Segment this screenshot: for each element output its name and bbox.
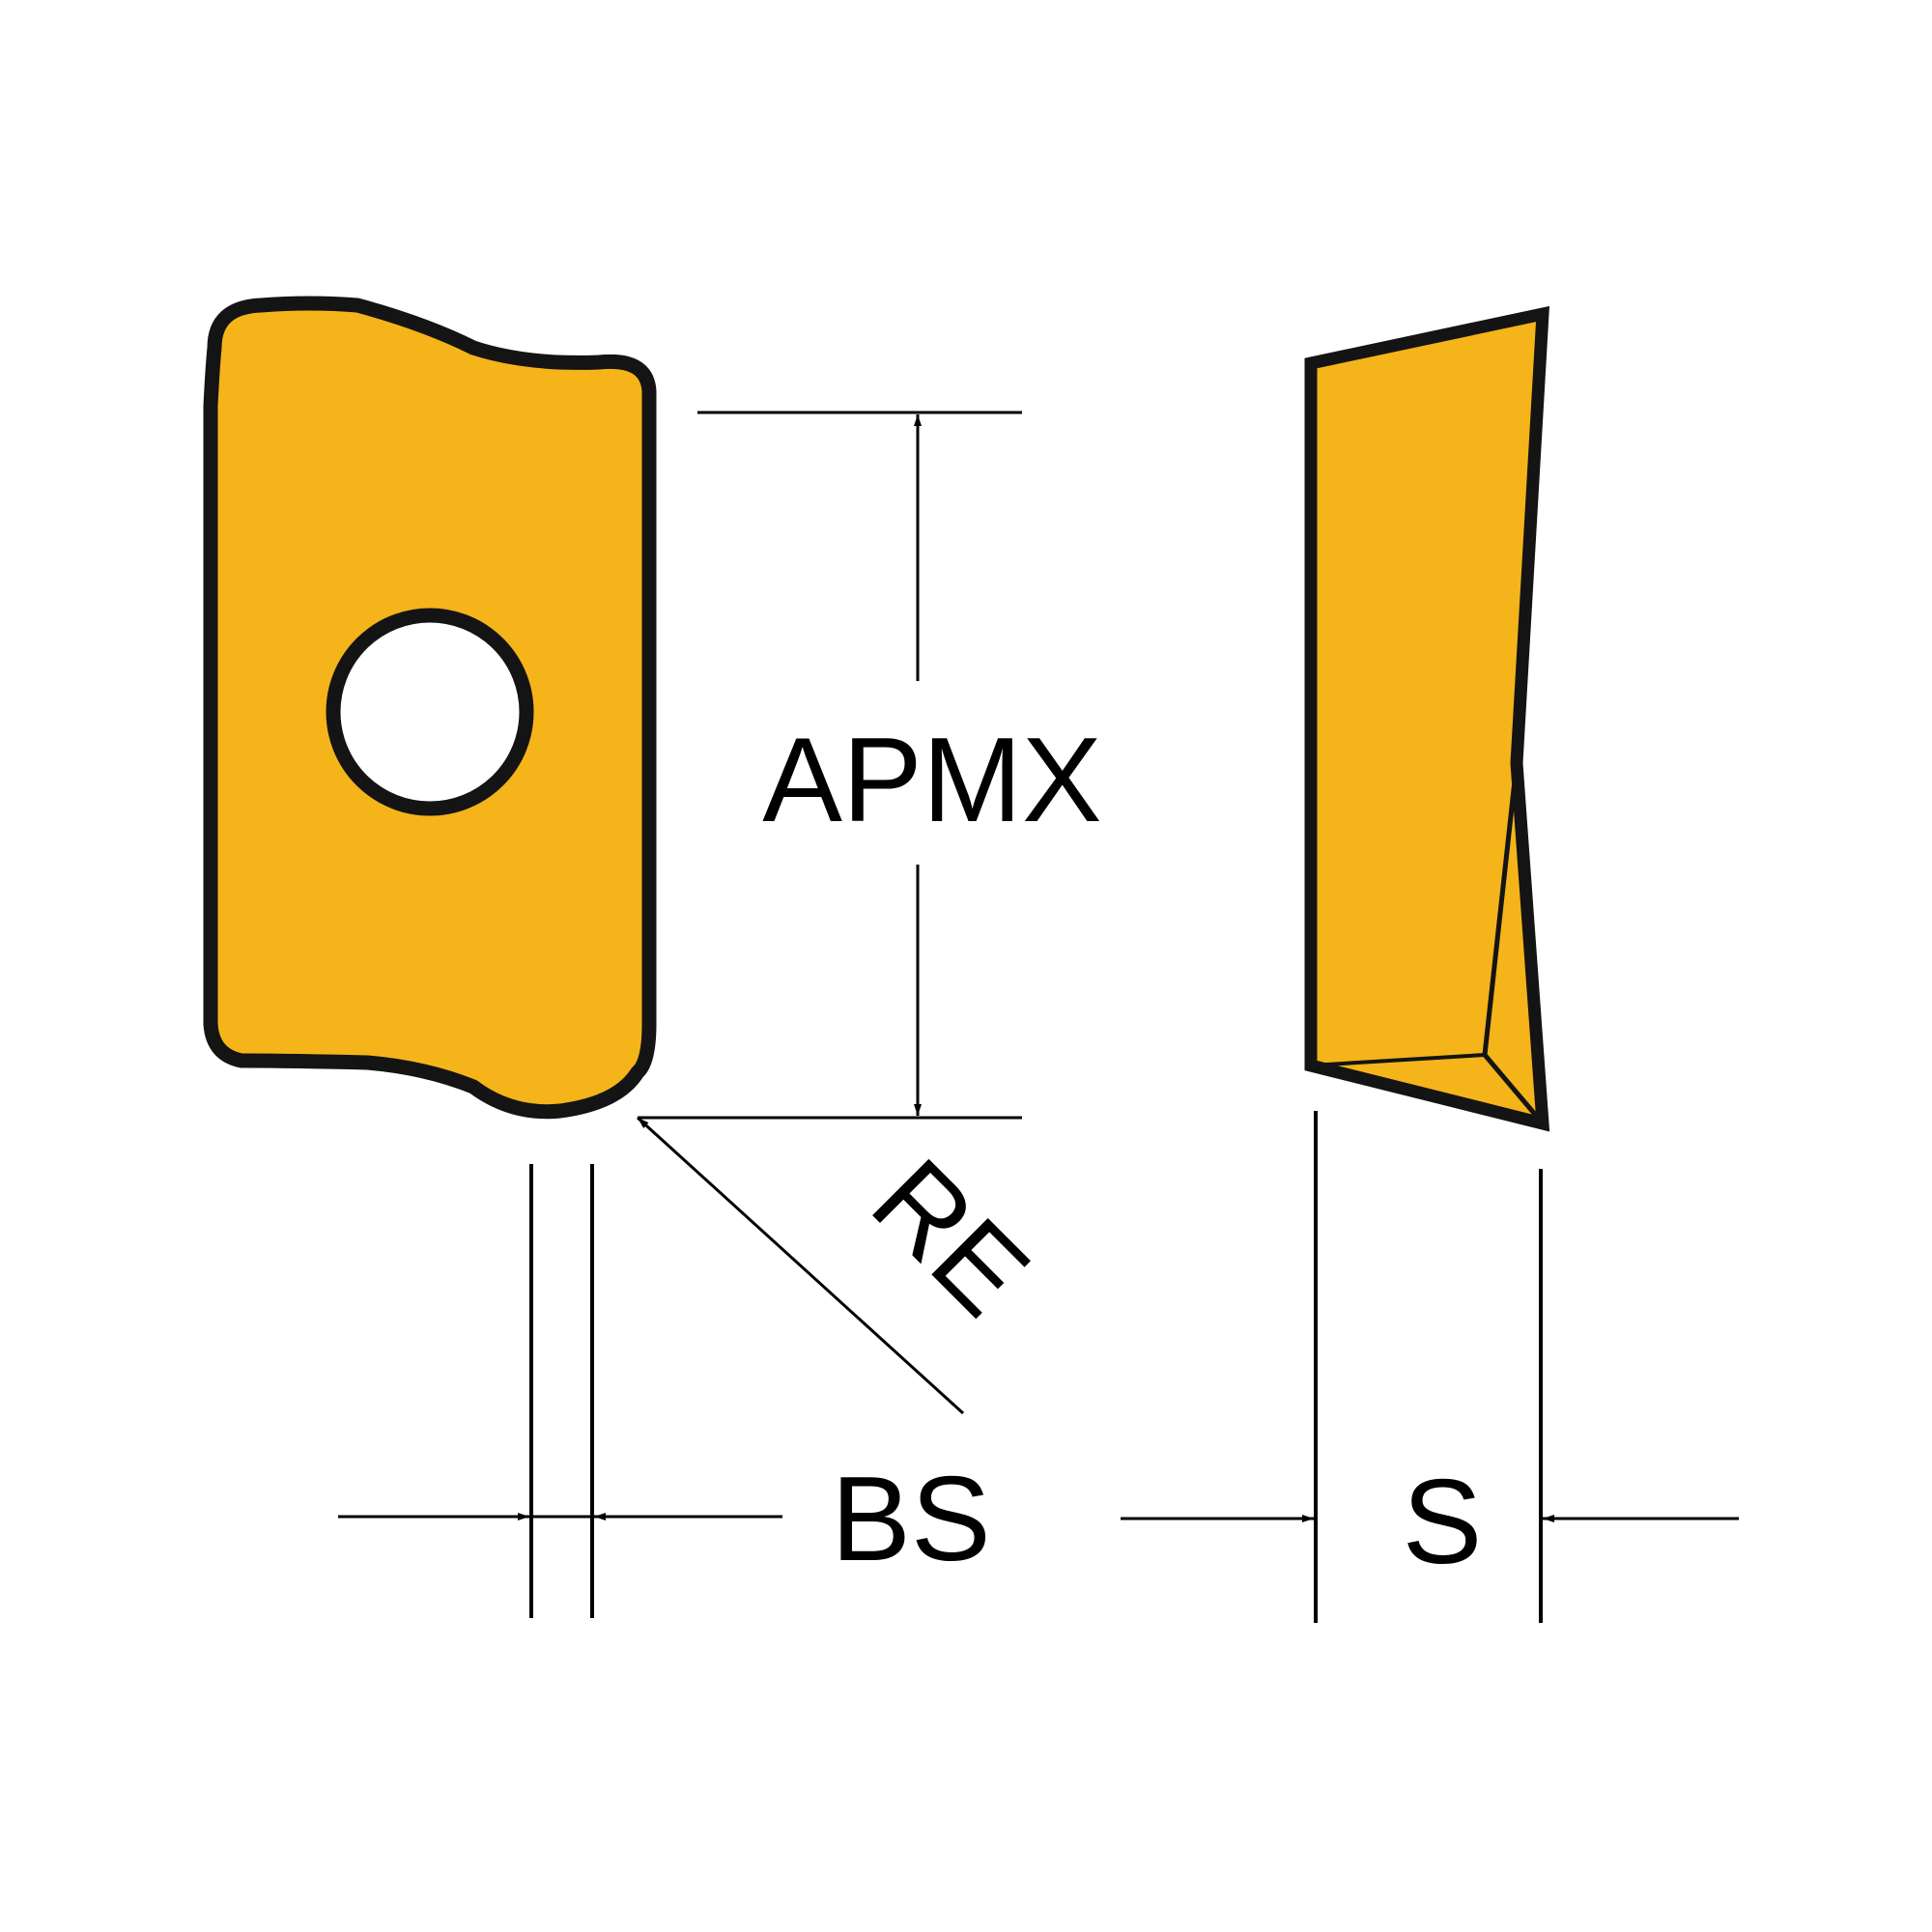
s-dimension: S [1121,1111,1739,1623]
apmx-dimension: APMX [638,411,1102,1120]
apmx-label: APMX [762,714,1101,847]
bs-label: BS [831,1453,990,1586]
re-leader-line [636,1116,965,1415]
insert-side-body [1304,305,1550,1132]
insert-side-view [1304,305,1550,1132]
re-dimension: RE [636,1116,1054,1415]
re-label: RE [848,1135,1054,1341]
insert-side-facet-edge [1310,1053,1486,1067]
s-label: S [1403,1456,1483,1589]
insert-front-view [203,296,657,1120]
insert-mounting-hole [326,608,534,816]
bs-dimension: BS [338,1164,991,1618]
